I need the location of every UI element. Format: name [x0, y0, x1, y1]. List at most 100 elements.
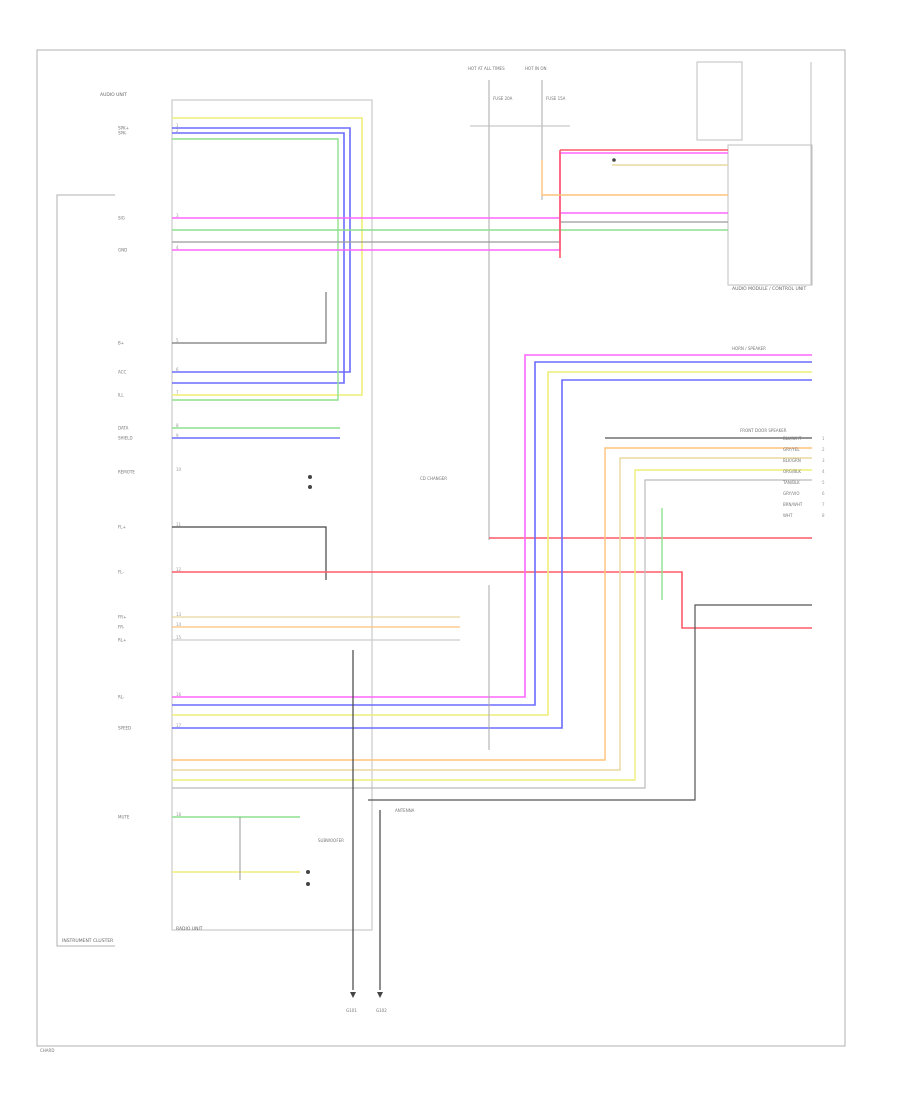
- left-row-pin: 15: [176, 635, 182, 640]
- right-pin-number: 1: [822, 436, 825, 441]
- wire-tan-right-2: [172, 469, 812, 781]
- footer-code: CHARD: [40, 1048, 54, 1053]
- left-row-pin: 4: [176, 245, 179, 250]
- right-pin-label: ORG/BLK: [783, 469, 801, 474]
- audio-module-box: [727, 144, 813, 286]
- right-pin-label: BLK/GRN: [783, 458, 801, 463]
- left-row-label: SPK-: [118, 131, 127, 136]
- ground-1-caption: G101: [346, 1008, 357, 1013]
- left-row-pin: 6: [176, 367, 179, 372]
- left-row-pin: 17: [176, 723, 182, 728]
- wire-orange-top: [541, 160, 728, 196]
- right-pin-number: 7: [822, 502, 825, 507]
- wire-blue-2: [172, 132, 345, 384]
- right-pin-number: 2: [822, 447, 825, 452]
- wire-gray-1: [172, 221, 728, 243]
- ground-marker-2: [306, 882, 310, 886]
- left-row-label: FL-: [118, 570, 124, 575]
- top-left-caption: AUDIO UNIT: [100, 92, 127, 98]
- wire-tan-right-1: [172, 457, 812, 771]
- left-row-label: SPK+: [118, 126, 129, 131]
- left-row-label: DATA: [118, 426, 129, 431]
- right-pin-number: 3: [822, 458, 825, 463]
- right-pin-label: GRY/YEL: [783, 447, 800, 452]
- ground-marker-4: [308, 485, 312, 489]
- right-pin-number: 8: [822, 513, 825, 518]
- left-row-label: SIG: [118, 216, 125, 221]
- module-connector: [696, 61, 743, 141]
- right-pin-label: GRY/VIO: [783, 491, 799, 496]
- right-pin-number: 5: [822, 480, 825, 485]
- left-row-pin: 10: [176, 467, 182, 472]
- fuse-d-caption: FUSE 15A: [546, 96, 566, 101]
- right-pin-label: BRN/WHT: [783, 502, 803, 507]
- left-row-pin: 2: [176, 128, 179, 133]
- wire-blue-bundle-1: [172, 361, 812, 706]
- left-row-label: SHIELD: [118, 436, 133, 441]
- wire-red-mid: [172, 571, 812, 629]
- mid-caption: CD CHANGER: [420, 476, 447, 481]
- wire-magenta-bundle: [172, 354, 812, 698]
- right-pin-label: TAN/BLK: [782, 480, 800, 485]
- left-row-pin: 18: [176, 812, 182, 817]
- fuse-c-caption: FUSE 20A: [493, 96, 513, 101]
- wire-yellow-bundle: [172, 371, 812, 716]
- left-row-label: REMOTE: [118, 470, 135, 475]
- left-row-label: RL-: [118, 695, 125, 700]
- wire-orange-right: [172, 447, 812, 761]
- left-row-pin: 11: [176, 522, 182, 527]
- left-row-pin: 3: [176, 213, 179, 218]
- wire-dark-1: [172, 526, 327, 580]
- wire-gray-illum: [172, 292, 327, 344]
- left-row-label: MUTE: [118, 815, 130, 820]
- left-row-label: FR+: [118, 615, 126, 620]
- right-module-caption: AUDIO MODULE / CONTROL UNIT: [732, 286, 806, 292]
- left-row-pin: 12: [176, 567, 182, 572]
- left-row-label: B+: [118, 341, 124, 346]
- left-row-label: ACC: [118, 370, 126, 375]
- ground-marker-1: [306, 870, 310, 874]
- left-row-label: GND: [118, 248, 127, 253]
- wire-green-1: [172, 138, 339, 401]
- ground-2-caption: G102: [376, 1008, 387, 1013]
- right-pin-number: 6: [822, 491, 825, 496]
- left-row-pin: 14: [176, 622, 182, 627]
- fuse-a-caption: HOT AT ALL TIMES: [468, 66, 505, 71]
- left-row-pin: 5: [176, 338, 179, 343]
- wire-yellow-1: [172, 117, 363, 396]
- left-row-pin: 7: [176, 390, 179, 395]
- right-upper-head: HORN / SPEAKER: [732, 346, 766, 351]
- audio-unit-connector: [171, 99, 373, 931]
- ground-marker-5: [612, 158, 616, 162]
- left-row-pin: 1: [176, 123, 179, 128]
- left-row-pin: 13: [176, 612, 182, 617]
- wire-gray-right: [172, 479, 812, 789]
- antenna-caption: ANTENNA: [395, 808, 415, 813]
- antenna-arrow-2: [377, 992, 383, 998]
- left-row-label: FL+: [118, 525, 126, 530]
- wire-gray-loop: [368, 604, 812, 801]
- instrument-cluster-bracket: [56, 194, 115, 947]
- left-row-label: RL+: [118, 638, 126, 643]
- right-pins-head: FRONT DOOR SPEAKER: [740, 428, 787, 433]
- left-row-label: FR-: [118, 625, 125, 630]
- wire-magenta-1: [172, 152, 728, 219]
- diagram-frame: [36, 49, 846, 1047]
- antenna-arrow-1: [350, 992, 356, 998]
- right-pin-label: BLU/WHT: [783, 436, 802, 441]
- right-pin-label: WHT: [783, 513, 793, 518]
- instrument-cluster-caption: INSTRUMENT CLUSTER: [62, 938, 113, 944]
- left-row-label: SPEED: [118, 726, 131, 731]
- wire-blue-bundle-2: [172, 379, 812, 729]
- left-row-pin: 9: [176, 433, 179, 438]
- left-row-pin: 8: [176, 423, 179, 428]
- fuse-b-caption: HOT IN ON: [525, 66, 546, 71]
- left-row-label: ILL: [118, 393, 124, 398]
- subwoofer-caption: SUBWOOFER: [318, 838, 344, 843]
- left-row-pin: 16: [176, 692, 182, 697]
- ground-marker-3: [308, 475, 312, 479]
- right-pin-number: 4: [822, 469, 825, 474]
